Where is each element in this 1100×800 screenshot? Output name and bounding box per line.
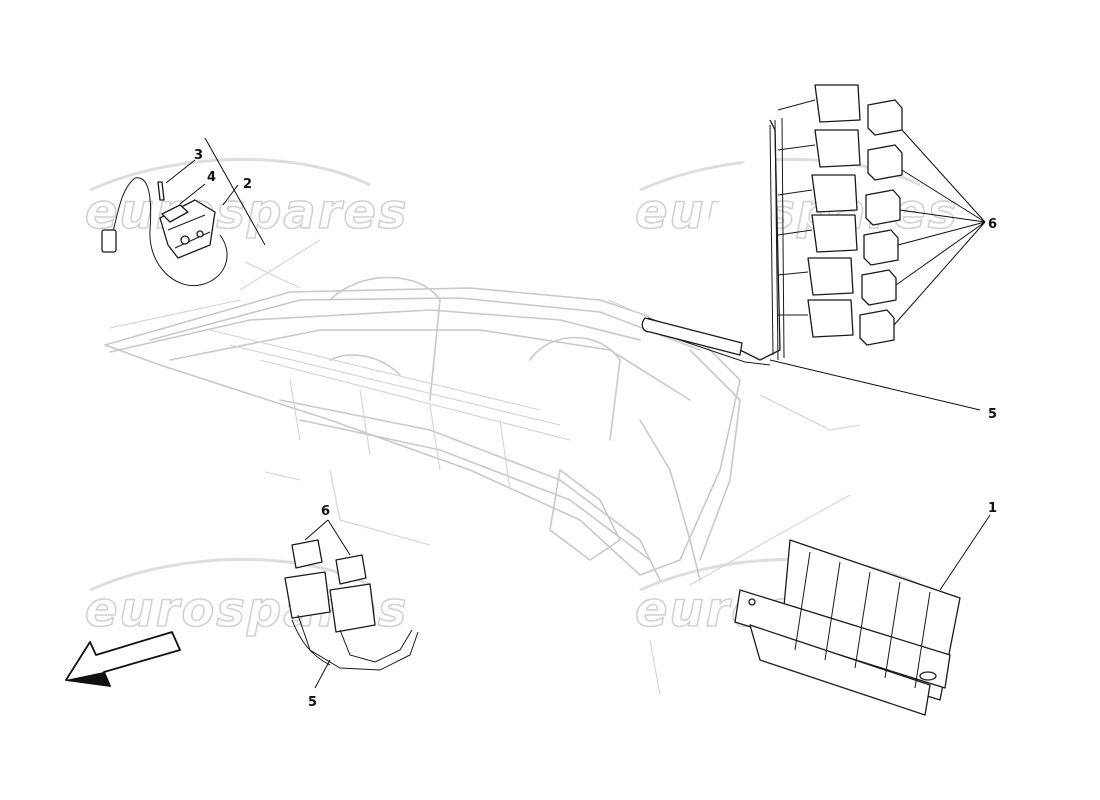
relay-socket bbox=[329, 583, 376, 633]
callout-5-bottom: 5 bbox=[308, 695, 317, 710]
switch-button bbox=[180, 235, 190, 245]
roof-frame-structure bbox=[104, 239, 861, 696]
callout-1: 1 bbox=[988, 501, 997, 516]
relay bbox=[859, 309, 895, 346]
relay bbox=[335, 554, 367, 585]
watermark-text: eurospares bbox=[85, 184, 409, 240]
watermark-text: eurospares bbox=[635, 184, 959, 240]
connector-plug bbox=[101, 229, 117, 253]
relay-row bbox=[859, 99, 903, 346]
relay-socket bbox=[284, 571, 331, 619]
front-direction-arrow-icon bbox=[65, 631, 181, 687]
screw bbox=[157, 181, 165, 201]
callout-5-top: 5 bbox=[988, 407, 997, 422]
relay bbox=[863, 229, 899, 266]
callout-2: 2 bbox=[243, 177, 252, 192]
callout-labels: 1 2 3 4 5 5 6 6 bbox=[194, 148, 997, 710]
part-5-6-relay-harness-top bbox=[641, 84, 986, 411]
part-2-switch-assembly bbox=[101, 137, 266, 287]
relay bbox=[867, 99, 903, 136]
switch-screw-hole bbox=[196, 230, 204, 238]
watermark-top-left: eurospares bbox=[84, 157, 409, 241]
mount-slot bbox=[919, 671, 937, 681]
relay-socket-row bbox=[807, 84, 861, 338]
callout-6-bottom: 6 bbox=[321, 504, 330, 519]
relay-socket bbox=[814, 129, 861, 168]
relay-socket bbox=[807, 257, 854, 296]
callout-4: 4 bbox=[207, 170, 216, 185]
mount-hole bbox=[748, 598, 756, 606]
relay bbox=[867, 144, 903, 181]
relay-socket bbox=[811, 214, 858, 253]
washer bbox=[161, 204, 189, 223]
harness-sheath bbox=[641, 317, 743, 356]
callout-6-top: 6 bbox=[988, 217, 997, 232]
relay-socket bbox=[811, 174, 858, 213]
relay-socket bbox=[814, 84, 861, 123]
relay-socket bbox=[807, 299, 854, 338]
relay bbox=[861, 269, 897, 306]
part-1-control-unit bbox=[734, 514, 991, 716]
callout-3: 3 bbox=[194, 148, 203, 163]
control-unit-bracket bbox=[734, 589, 951, 689]
relay bbox=[865, 189, 901, 226]
relay bbox=[291, 539, 323, 569]
watermark-top-right: eurospares bbox=[634, 157, 959, 241]
part-5-6-relay-harness-bottom bbox=[284, 519, 419, 689]
